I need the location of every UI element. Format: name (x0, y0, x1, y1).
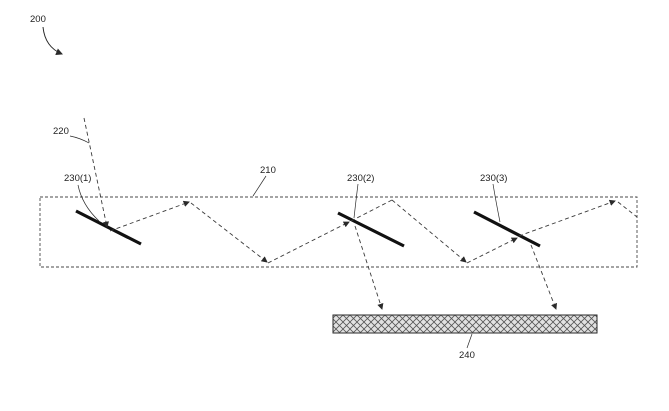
label-230-3: 230(3) (480, 173, 507, 184)
waveguide-210 (39, 196, 638, 268)
label-230-1: 230(1) (64, 173, 91, 184)
mirror-230-2 (337, 211, 405, 248)
leader-line-230-2 (353, 183, 359, 219)
label-200: 200 (30, 14, 46, 25)
ray-transmit-mirror-2 (350, 199, 393, 222)
ray-exit-right (617, 201, 638, 218)
leader-line-230-1 (77, 184, 100, 222)
ray-transmit-mirror-3 (518, 199, 616, 237)
ray-outcoupled-mirror-3 (530, 244, 557, 310)
figure-number-arrow (42, 26, 63, 55)
ray-incoming-220 (83, 117, 109, 228)
leader-line-220 (69, 135, 90, 144)
ray-bounce-3 (391, 199, 467, 263)
mirror-230-3 (473, 210, 541, 248)
ray-outcoupled-mirror-2 (354, 225, 384, 310)
leader-line-240 (466, 333, 473, 349)
light-ray-path (83, 117, 638, 310)
detector-240 (332, 314, 598, 334)
label-220: 220 (53, 126, 69, 137)
label-230-2: 230(2) (347, 173, 374, 184)
mirror-230-1 (75, 209, 142, 246)
ray-to-mirror-2 (267, 221, 350, 264)
label-210: 210 (260, 165, 276, 176)
leader-line-210 (252, 175, 267, 197)
leader-line-230-3 (492, 183, 501, 223)
ray-to-mirror-3 (466, 237, 518, 264)
ray-bounce-1 (109, 200, 190, 232)
ray-bounce-2 (190, 202, 268, 263)
label-240: 240 (459, 350, 475, 361)
